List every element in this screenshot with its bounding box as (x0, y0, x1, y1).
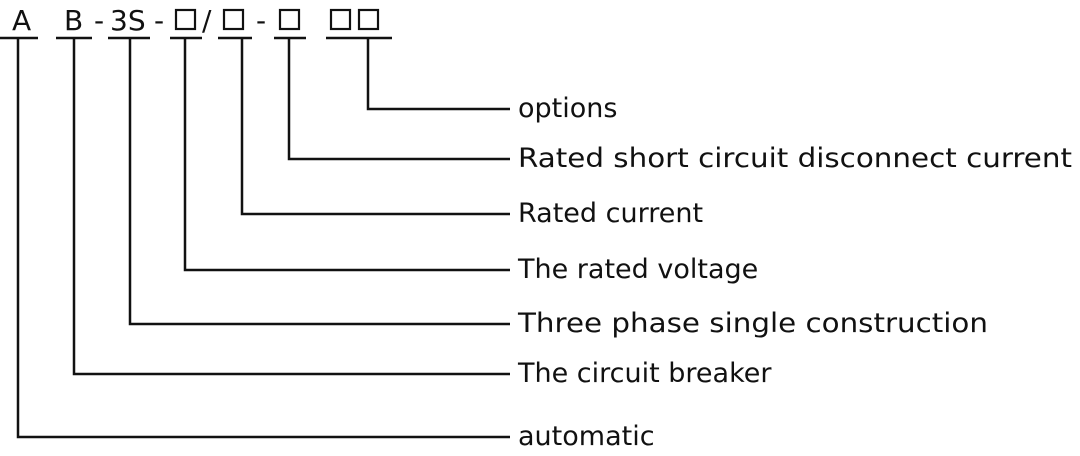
code-separator-2: - (154, 4, 164, 37)
label-circuit-breaker: The circuit breaker (517, 358, 772, 389)
placeholder-box-option-2 (357, 8, 380, 31)
leader-three-phase (128, 38, 510, 326)
leader-lines (16, 38, 510, 439)
placeholder-box-option-1 (329, 8, 352, 31)
label-automatic: automatic (518, 421, 655, 452)
code-letter-b: B (64, 4, 83, 37)
code-3s: 3S (110, 4, 146, 37)
leader-options (366, 38, 510, 111)
leader-circuit-breaker (72, 38, 510, 376)
code-slash: / (202, 4, 212, 37)
label-short-circuit-current: Rated short circuit disconnect current (518, 143, 1072, 174)
leader-short-circuit-current (287, 38, 510, 161)
label-rated-current: Rated current (518, 198, 703, 229)
leader-automatic (16, 38, 510, 439)
code-letter-a: A (12, 4, 31, 37)
labels: options Rated short circuit disconnect c… (517, 93, 1072, 452)
placeholder-box-short-circuit (278, 8, 301, 31)
label-rated-voltage: The rated voltage (517, 254, 758, 285)
model-code: A B - 3S - / - (0, 4, 392, 40)
code-separator-3: - (256, 4, 266, 37)
code-separator-1: - (94, 4, 104, 37)
leader-rated-current (240, 38, 510, 216)
placeholder-box-current (222, 8, 245, 31)
label-options: options (518, 93, 617, 124)
leader-rated-voltage (183, 38, 510, 272)
label-three-phase: Three phase single construction (517, 308, 988, 339)
placeholder-box-voltage (174, 8, 197, 31)
